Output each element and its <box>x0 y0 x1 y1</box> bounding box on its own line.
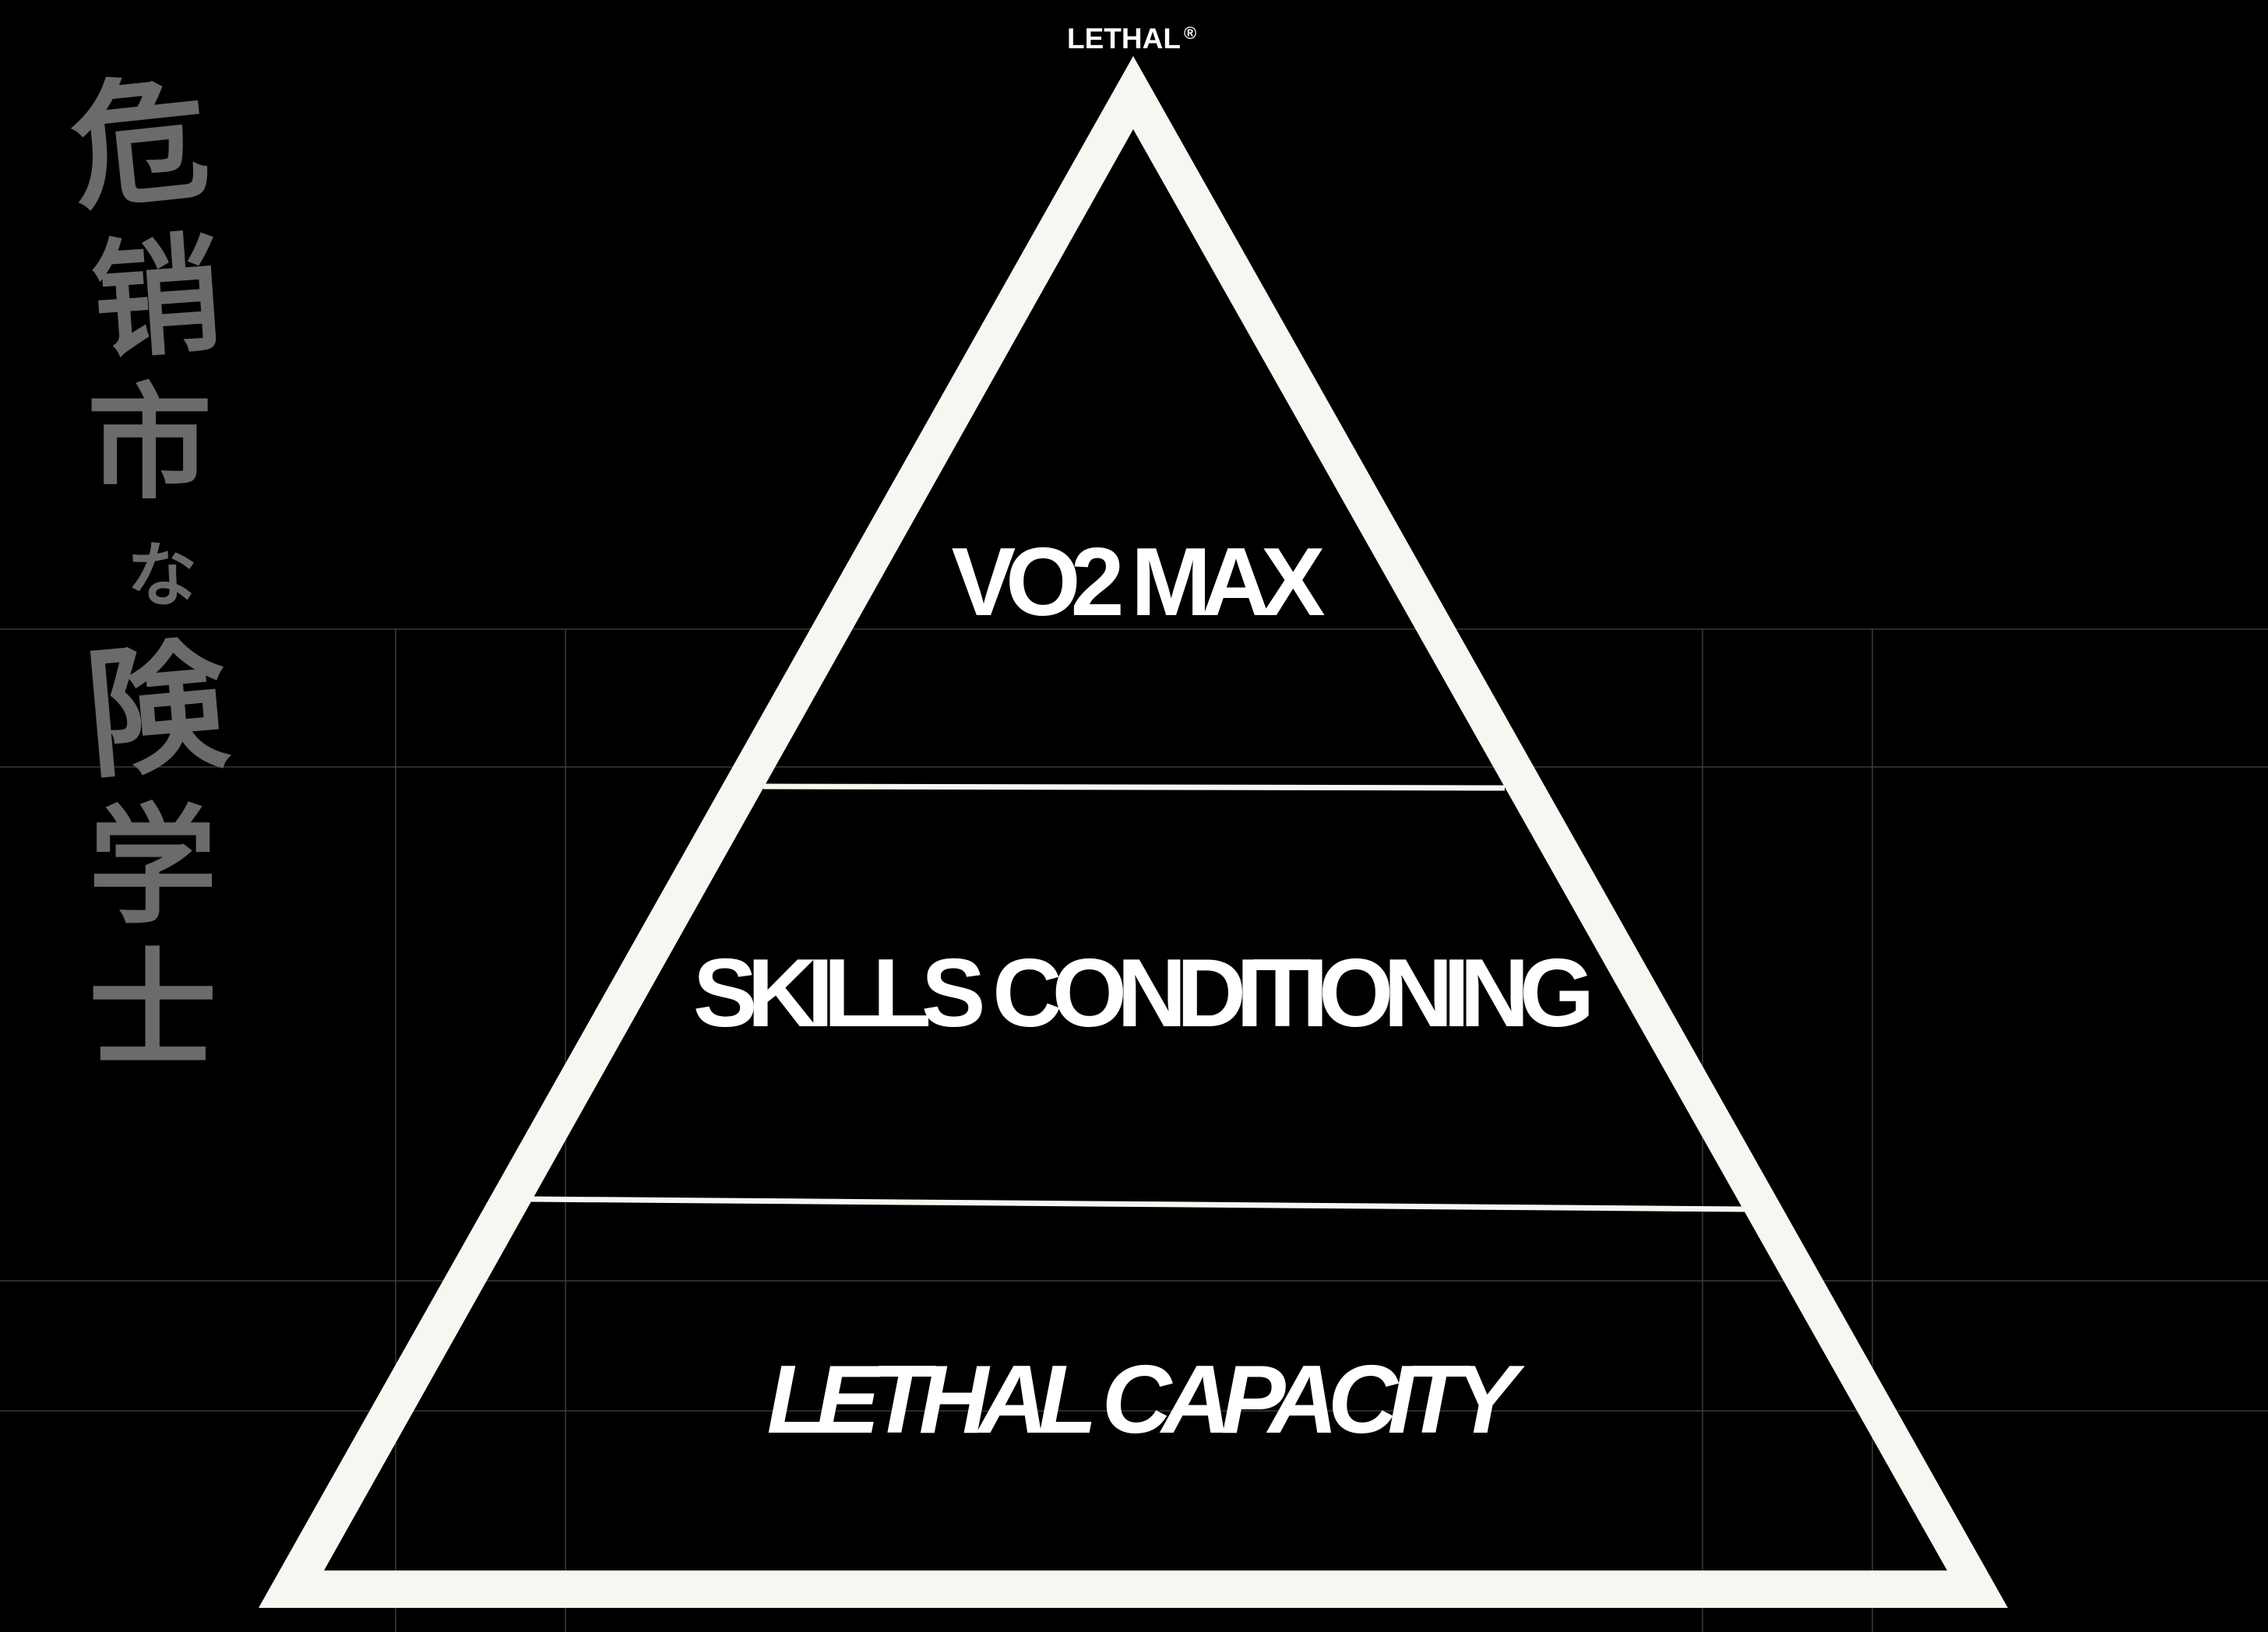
brand-name: LETHAL <box>1067 23 1181 55</box>
calligraphy-char: 销 <box>87 217 226 377</box>
calligraphy-char: な <box>127 534 197 617</box>
tier-label-bottom: LETHAL CAPACITY <box>767 1346 1526 1454</box>
tier-label-top: VO2 MAX <box>951 529 1324 636</box>
calligraphy-char: 危 <box>64 57 216 230</box>
registered-mark: ® <box>1184 23 1196 43</box>
calligraphy-char: 士 <box>89 934 217 1085</box>
tier-divider-lower <box>530 1199 1745 1209</box>
tier-label-middle: SKILLS CONDITIONING <box>693 940 1589 1047</box>
tier-divider-upper <box>763 786 1505 788</box>
calligraphy-char: 学 <box>89 790 217 941</box>
calligraphy-char: 市 <box>87 370 212 516</box>
vertical-calligraphy: 危 销 市 な 険 学 士 <box>64 57 234 1085</box>
brand-logo: LETHAL ® <box>1067 23 1196 55</box>
calligraphy-char: 険 <box>79 622 234 798</box>
